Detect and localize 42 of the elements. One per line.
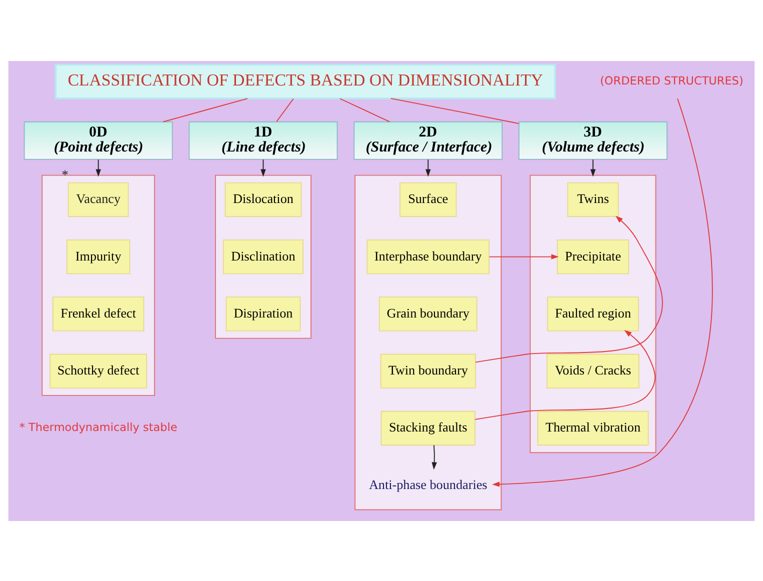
arrow [432,444,437,470]
node-box: Disclination [222,238,304,274]
node-box: Thermal vibration [537,410,649,446]
node-box: Interphase boundary [366,238,490,274]
node-box: Surface [400,182,457,216]
arrow [475,215,663,362]
node-box: 0D (Point defects) [24,120,173,160]
cluster [42,174,156,396]
node-box: 2D (Surface / Interface) [354,120,503,160]
connector [339,98,390,122]
node-box: Dispiration [226,296,301,331]
node-box: CLASSIFICATION OF DEFECTS BASED ON DIMENSIONALITY [54,63,556,99]
arrow [488,254,559,259]
node-box: Stacking faults [380,410,476,446]
node-box: Voids / Cracks [546,353,640,388]
node-text: Anti-phase boundaries [368,476,488,492]
node-text: (ORDERED STRUCTURES) [600,74,744,88]
arrow [260,158,266,176]
arrow [474,330,656,420]
node-label: * [62,166,68,182]
node-box: Twins [567,182,619,216]
label: * Thermodynamically stable [19,420,178,434]
node-box: Twin boundary [380,353,476,388]
arrow [492,98,713,486]
connector [276,98,294,122]
node-box: Vacancy [68,182,129,216]
cluster [530,174,656,453]
node-box: Dislocation [224,182,302,216]
node-box: 1D (Line defects) [188,120,338,160]
node-box: Frenkel defect [52,296,144,331]
cluster [214,174,312,338]
node-box: Grain boundary [378,296,478,331]
arrow [96,158,101,176]
connector [162,98,248,122]
connector [390,98,520,124]
node-box: Schottky defect [50,353,148,388]
arrow [425,158,431,176]
node-box: 3D (Volume defects) [518,120,668,160]
node-box: Impurity [66,238,130,274]
arrow [590,158,596,176]
node-box: Faulted region [547,296,639,331]
node-box: Precipitate [556,238,630,274]
